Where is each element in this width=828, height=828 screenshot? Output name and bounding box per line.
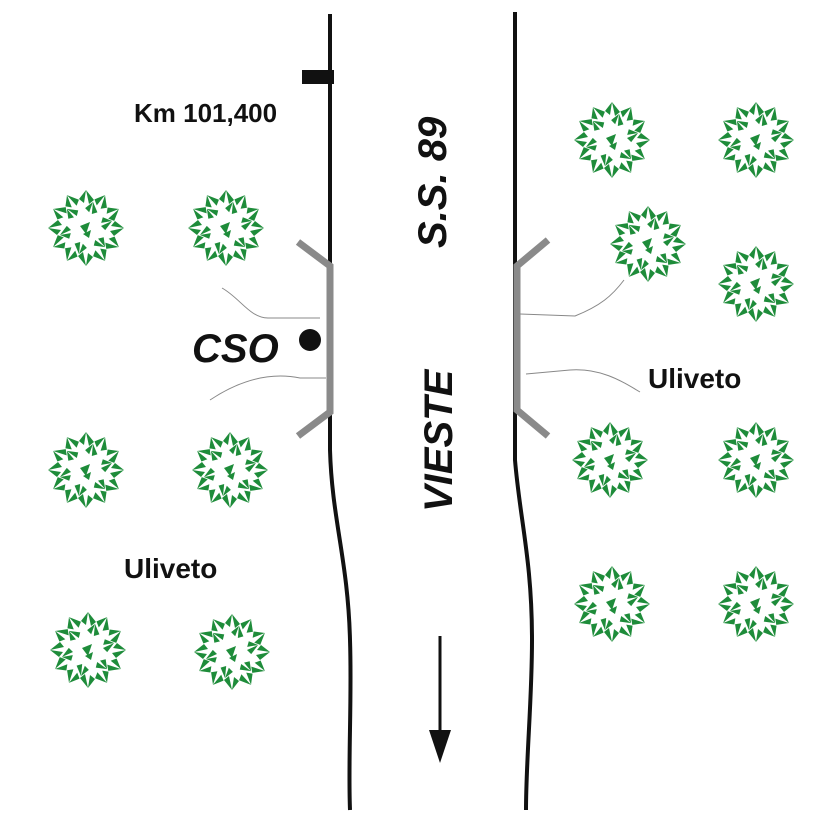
olive-tree-icon bbox=[718, 246, 794, 322]
olive-tree-icon bbox=[718, 422, 794, 498]
area-label-left: Uliveto bbox=[124, 553, 217, 584]
km-marker-label: Km 101,400 bbox=[134, 98, 277, 128]
olive-tree-icon bbox=[50, 612, 126, 688]
olive-tree-icon bbox=[574, 102, 650, 178]
arrow-down-icon bbox=[429, 636, 451, 763]
olive-tree-icon bbox=[194, 614, 270, 690]
area-label-right: Uliveto bbox=[648, 363, 741, 394]
cso-label: CSO bbox=[192, 327, 279, 371]
cso-site-dot bbox=[299, 329, 321, 351]
olive-tree-icon bbox=[718, 102, 794, 178]
guardrail-right bbox=[513, 237, 551, 439]
olive-tree-icon bbox=[48, 432, 124, 508]
olive-tree-icon bbox=[718, 566, 794, 642]
drainage-lines bbox=[209, 279, 641, 401]
km-marker-post bbox=[302, 70, 334, 84]
olive-tree-icon bbox=[572, 422, 648, 498]
road-name-label: S.S. 89 bbox=[411, 116, 455, 248]
road-edge-right bbox=[513, 12, 535, 811]
olive-tree-icon bbox=[48, 190, 124, 266]
direction-label: VIESTE bbox=[417, 368, 461, 512]
olive-tree-icon bbox=[192, 432, 268, 508]
road-edge-left bbox=[328, 14, 353, 811]
guardrail-left bbox=[295, 239, 334, 439]
olive-tree-icon bbox=[574, 566, 650, 642]
olive-tree-icon bbox=[188, 190, 264, 266]
olive-tree-icon bbox=[610, 206, 686, 282]
